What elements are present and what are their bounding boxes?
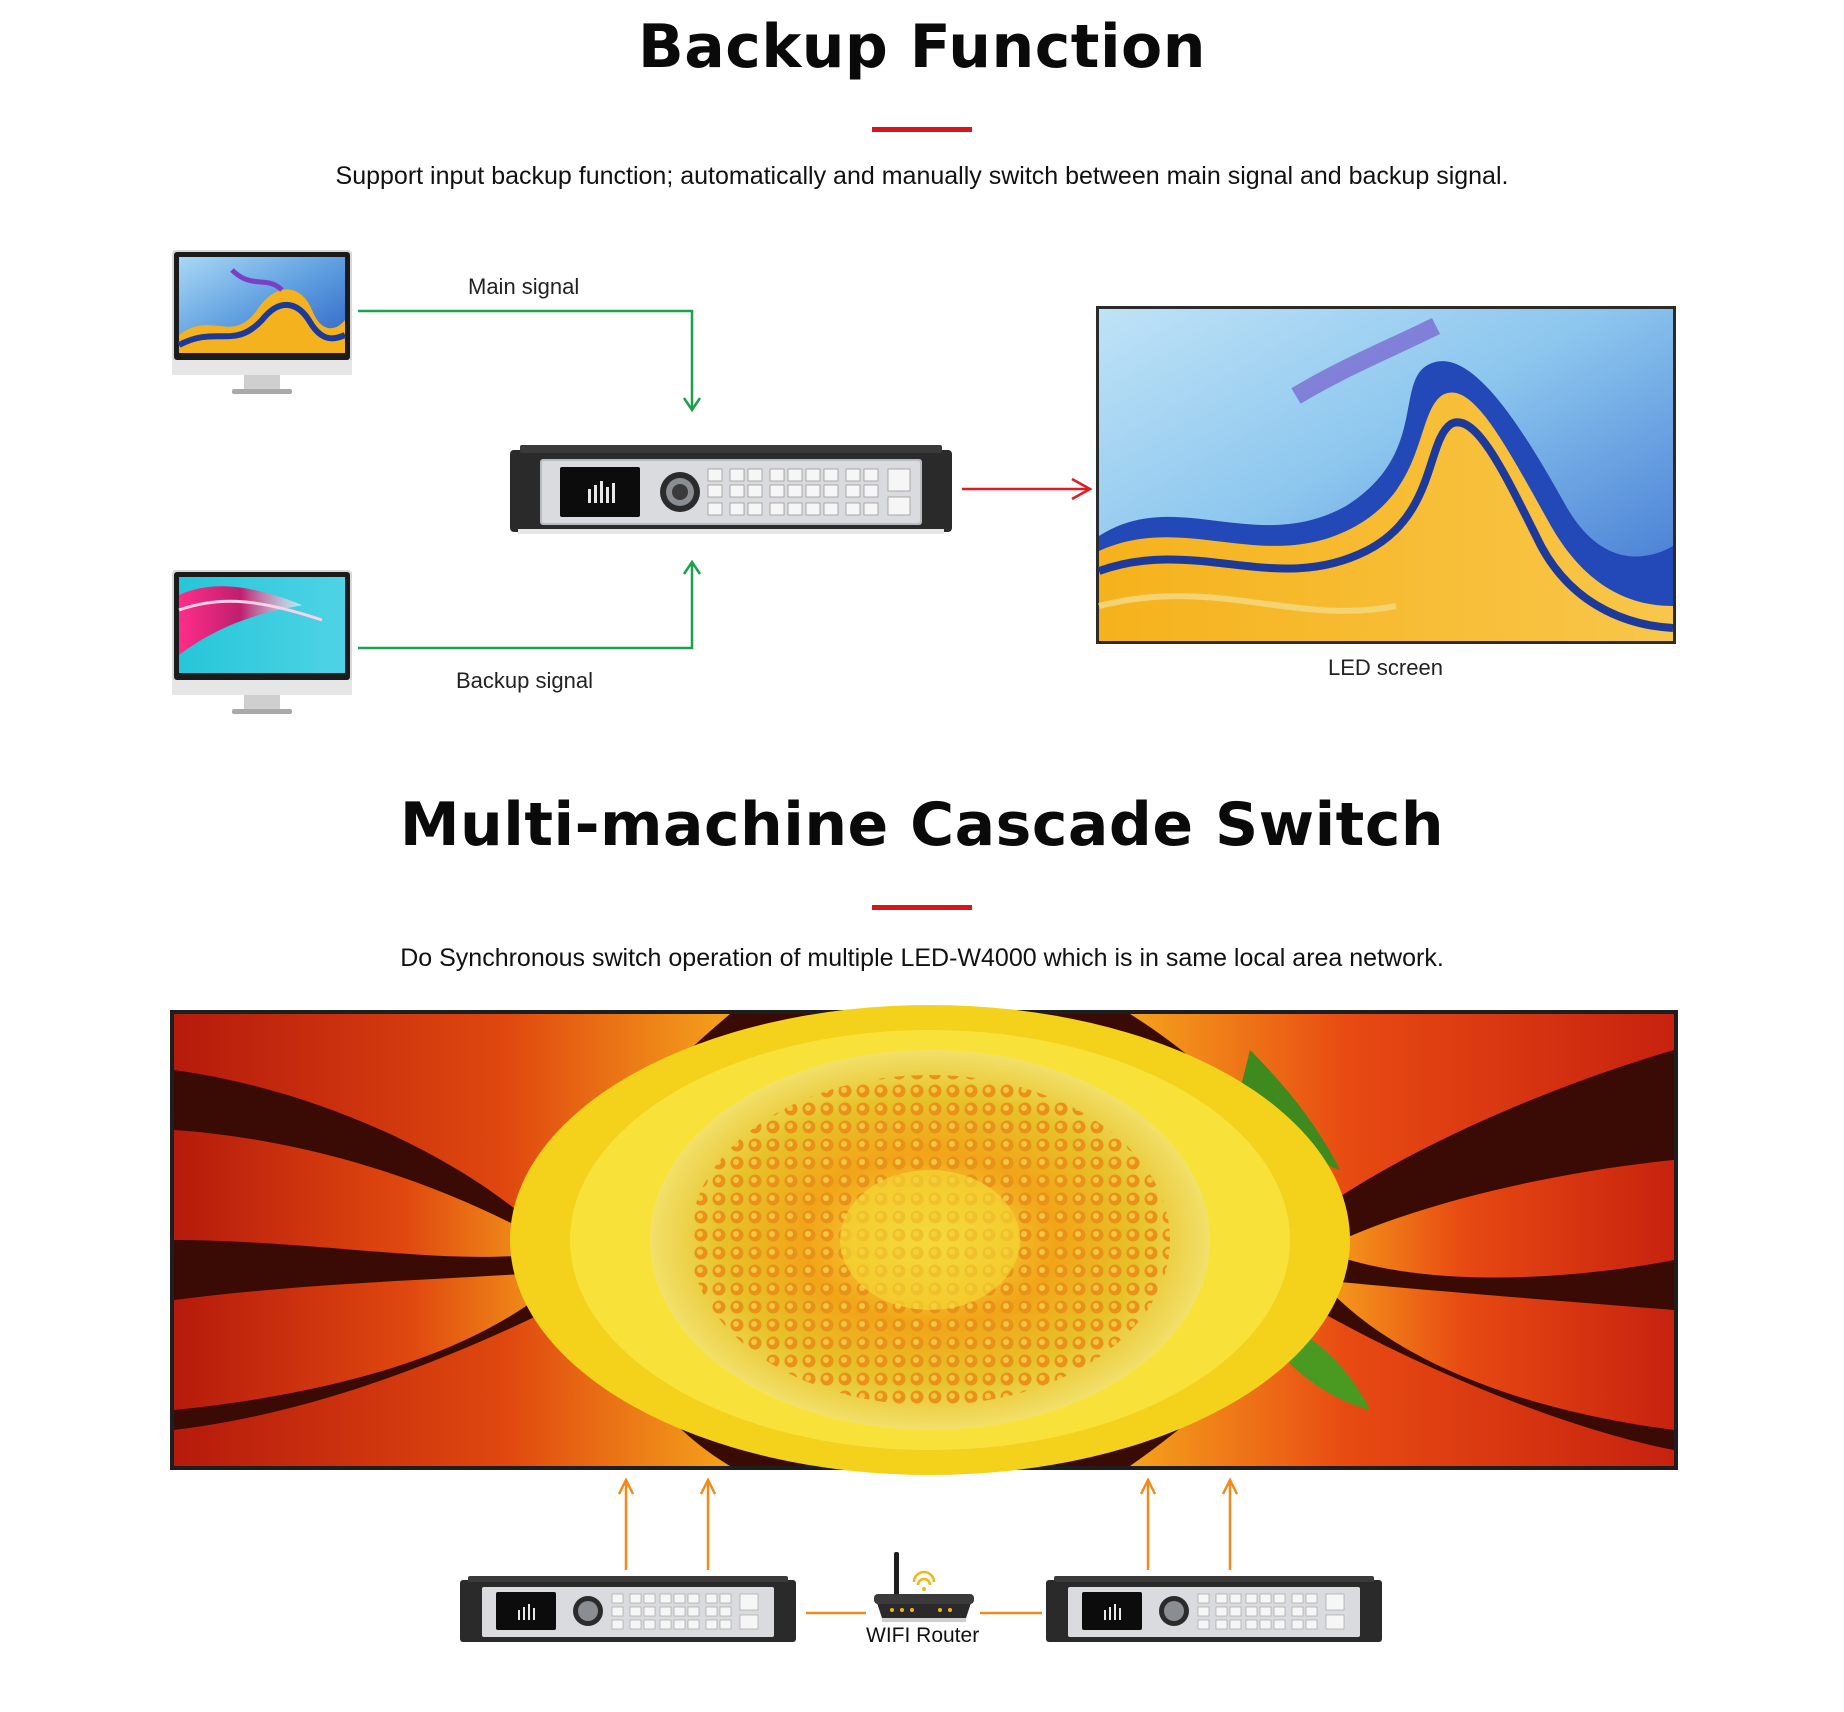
section2-red-divider (872, 905, 972, 910)
main-signal-label: Main signal (468, 274, 580, 299)
main-signal-line (358, 309, 694, 408)
backup-source-monitor (172, 570, 352, 714)
section1-red-divider (872, 127, 972, 132)
backup-signal-arrowhead (682, 559, 702, 575)
backup-signal-label: Backup signal (456, 668, 593, 693)
cascade-switch-title: Multi-machine Cascade Switch (399, 790, 1445, 860)
wifi-router-icon (874, 1552, 974, 1622)
cascade-switch-description: Do Synchronous switch operation of multi… (400, 944, 1444, 972)
backup-signal-line (358, 564, 694, 650)
wifi-router-label: WIFI Router (866, 1624, 980, 1647)
video-processor-right (1046, 1576, 1382, 1642)
backup-function-title: Backup Function (638, 12, 1206, 82)
video-processor-left (460, 1576, 796, 1642)
video-processor-main (510, 445, 952, 534)
signal-lines (358, 309, 1093, 650)
led-screen (1096, 306, 1676, 644)
output-arrowhead (1071, 477, 1093, 501)
cascade-led-display (170, 1005, 1678, 1475)
led-screen-label: LED screen (1328, 655, 1443, 680)
main-signal-arrowhead (682, 397, 702, 413)
backup-function-description: Support input backup function; automatic… (335, 162, 1509, 190)
main-source-monitor (172, 250, 352, 394)
